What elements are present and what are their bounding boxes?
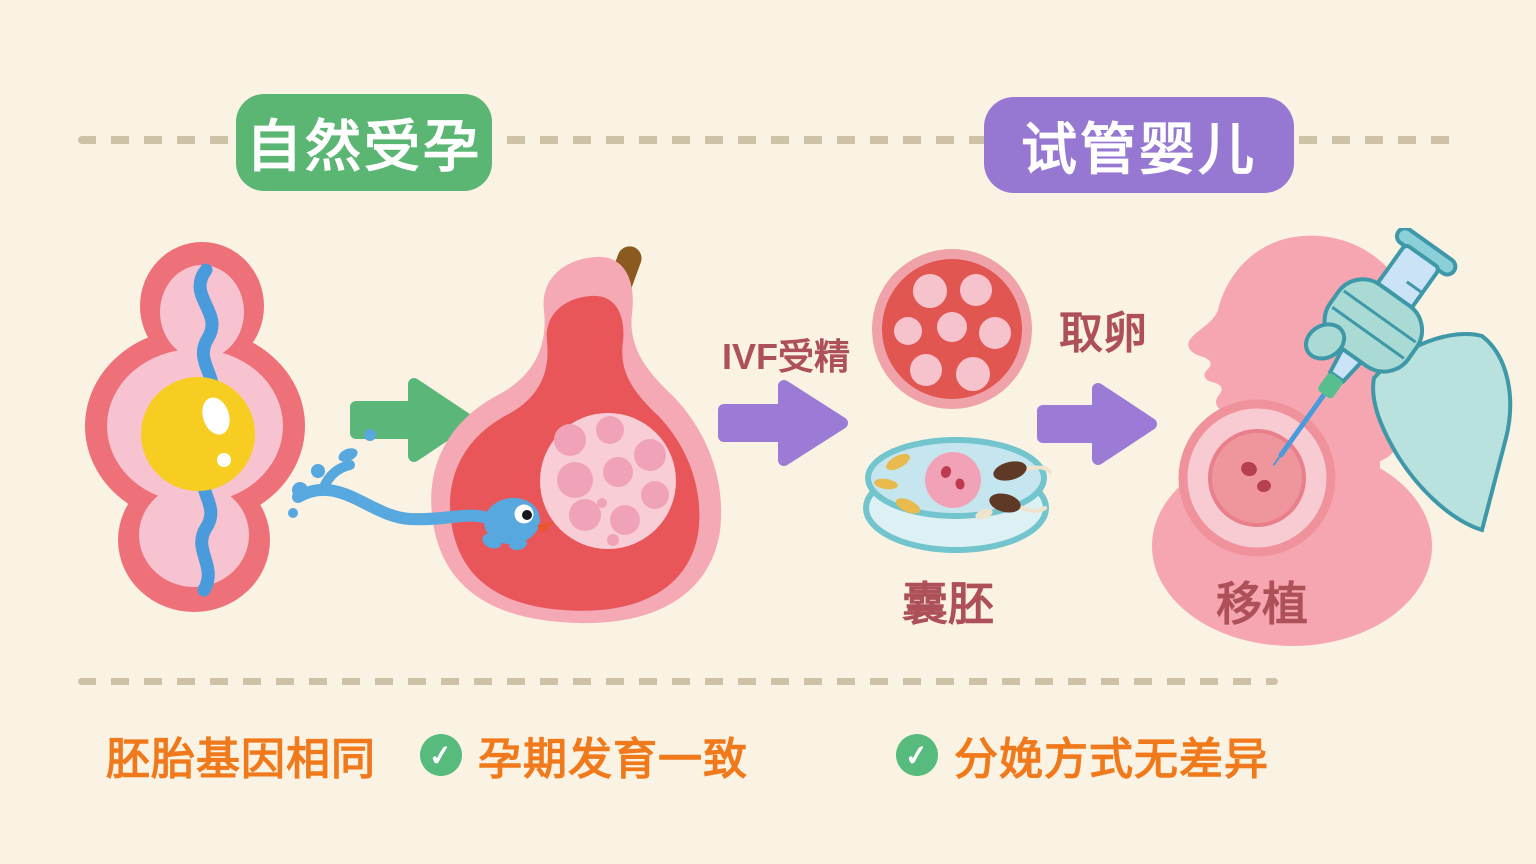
- egg-yolk: [141, 377, 255, 491]
- petri-embryo: [925, 452, 981, 508]
- syringe-icon: [1273, 228, 1458, 466]
- petri-dish-illustration: [863, 437, 1052, 553]
- ivf-badge: 试管婴儿: [984, 97, 1294, 193]
- syringe-needle-tip: [1273, 453, 1282, 466]
- footer-item-delivery: ✓ 分娩方式无差异: [893, 727, 1269, 784]
- petri-brown-sperm: [975, 461, 1052, 520]
- natural-conception-badge: 自然受孕: [236, 94, 492, 191]
- petri-embryo-dot: [955, 478, 965, 490]
- bottom-dashed-divider: [78, 678, 1278, 685]
- footer-item-delivery-label: 分娩方式无差异: [954, 735, 1269, 784]
- sperm-beak: [537, 522, 554, 533]
- petri-yellow-sperm: [874, 453, 921, 514]
- ivf-badge-label: 试管婴儿: [1021, 117, 1257, 181]
- natural-conception-label: 自然受孕: [246, 115, 482, 178]
- sperm-icon: [288, 429, 554, 551]
- ovary-follicles-illustration: [872, 249, 1032, 409]
- check-icon: ✓: [893, 731, 941, 779]
- ovum-cell-illustration: [85, 242, 305, 612]
- syringe-green-band: [1318, 373, 1343, 399]
- footer-item-genes-label: 胚胎基因相同: [106, 735, 376, 784]
- embryo-transfer-illustration: [1152, 228, 1513, 646]
- follicle-eggs: [894, 274, 1011, 391]
- egg-highlight: [202, 397, 230, 435]
- ivf-fertilization-label: IVF受精: [721, 336, 850, 377]
- egg-retrieval-label: 取卵: [1059, 309, 1147, 358]
- syringe-needle: [1278, 390, 1328, 458]
- fertilization-pear-illustration: [288, 246, 722, 624]
- blastocyst-label: 囊胚: [902, 578, 994, 630]
- transfer-label: 移植: [1216, 578, 1308, 630]
- footer-item-pregnancy: ✓ 孕期发育一致: [417, 727, 748, 784]
- cell-cluster-cells: [554, 416, 669, 546]
- top-dashed-divider: [78, 136, 1460, 144]
- arrow-right-purple-icon-2: [1037, 383, 1157, 465]
- egg-highlight-small: [217, 453, 231, 467]
- glove-sleeve: [1371, 331, 1513, 533]
- glove-hand: [1303, 277, 1425, 374]
- footer-item-pregnancy-label: 孕期发育一致: [478, 735, 748, 784]
- footer-item-genes: 胚胎基因相同: [106, 727, 376, 784]
- arrow-right-purple-icon-1: [718, 380, 848, 466]
- check-icon: ✓: [417, 731, 465, 779]
- uterus-target-rings: [1178, 399, 1336, 557]
- petri-embryo-dot: [940, 466, 952, 478]
- sperm-pupil: [522, 510, 532, 520]
